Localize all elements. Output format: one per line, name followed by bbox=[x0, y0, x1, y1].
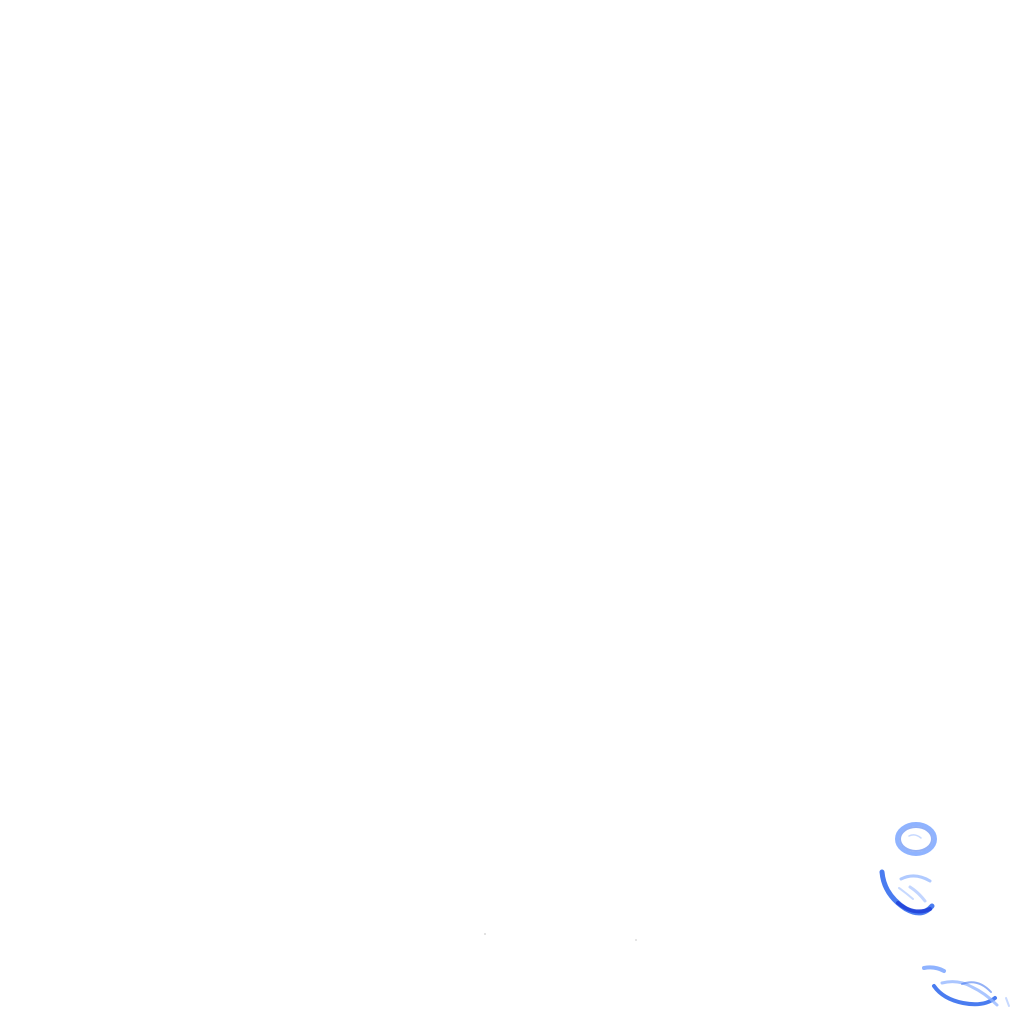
crescent-shaped-stroke-mark bbox=[879, 869, 935, 916]
faint-specks bbox=[484, 933, 637, 941]
ring-shaped-stroke-mark bbox=[895, 822, 937, 856]
scribble-stroke-mark bbox=[922, 965, 1010, 1007]
